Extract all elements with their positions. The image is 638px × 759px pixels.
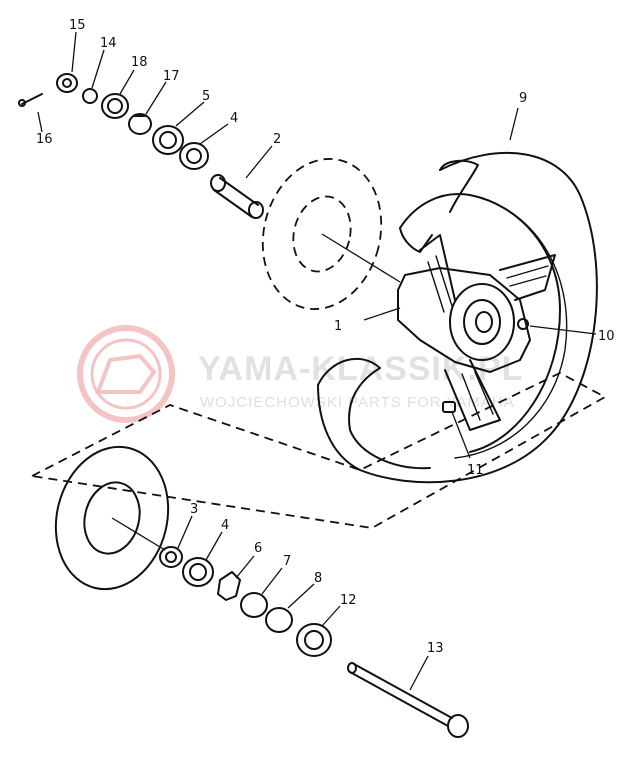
callout-18: 18 — [131, 55, 148, 70]
tire — [317, 151, 598, 484]
callout-2: 2 — [273, 132, 281, 147]
cotter-pin — [18, 93, 43, 107]
oil-seal-8 — [265, 607, 293, 633]
callout-5: 5 — [202, 89, 210, 104]
axle-13 — [347, 662, 469, 738]
callout-4-lower: 4 — [221, 518, 229, 533]
axle-nut — [56, 73, 78, 93]
callout-4-upper: 4 — [230, 111, 238, 126]
oil-seal-3 — [159, 546, 183, 568]
callout-3: 3 — [190, 502, 198, 517]
oil-seal-18 — [101, 93, 129, 119]
bearing-4-lower — [182, 557, 214, 587]
callout-14: 14 — [100, 36, 117, 51]
bearing-5 — [152, 125, 184, 155]
callout-17: 17 — [163, 69, 180, 84]
callout-labels: 1 2 3 4 4 5 6 7 8 9 10 11 12 13 14 15 16… — [36, 18, 615, 656]
watermark: YAMA-KLASSIK.PL WOJCIECHOWSKI PARTS FOR … — [77, 325, 522, 423]
meter-clutch-12 — [296, 623, 332, 657]
gear-unit-6 — [217, 571, 241, 601]
callout-1: 1 — [334, 319, 342, 334]
callout-13: 13 — [427, 641, 444, 656]
callout-10: 10 — [598, 329, 615, 344]
callout-7: 7 — [283, 554, 291, 569]
brake-disc-lower — [54, 445, 170, 591]
washer-7 — [240, 592, 268, 618]
callout-8: 8 — [314, 571, 322, 586]
callout-12: 12 — [340, 593, 357, 608]
brake-disc-upper — [261, 158, 401, 310]
washer-14 — [82, 88, 98, 104]
bearing-4-upper — [179, 142, 209, 170]
watermark-subtitle: WOJCIECHOWSKI PARTS FOR YAMAHA — [200, 394, 515, 411]
callout-11: 11 — [467, 463, 484, 478]
wheel-hub — [397, 234, 556, 431]
watermark-logo — [77, 325, 175, 423]
collar-17 — [128, 113, 152, 135]
leader-lines — [37, 31, 597, 691]
callout-6: 6 — [254, 541, 262, 556]
callout-15: 15 — [69, 18, 86, 33]
spacer-2 — [210, 174, 264, 219]
callout-9: 9 — [519, 91, 527, 106]
callout-16: 16 — [36, 132, 53, 147]
